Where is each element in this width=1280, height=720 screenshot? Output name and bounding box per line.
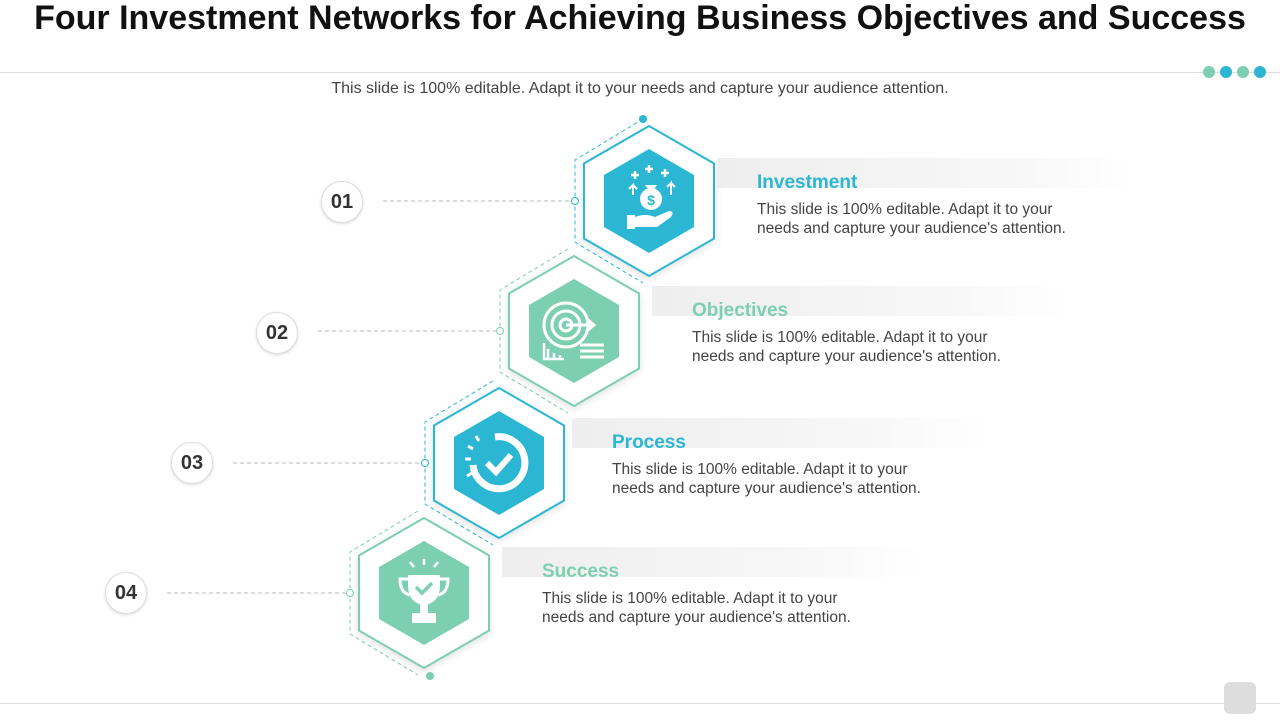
step-text: This slide is 100% editable. Adapt it to… — [542, 590, 851, 626]
step-text: This slide is 100% editable. Adapt it to… — [757, 201, 1066, 237]
bottom-dot — [426, 672, 434, 680]
step-title: Investment — [757, 172, 858, 193]
trophy-icon — [398, 559, 450, 623]
divider — [0, 72, 1280, 73]
step-number: 04 — [105, 572, 147, 614]
footer-divider — [0, 703, 1280, 704]
step-text: This slide is 100% editable. Adapt it to… — [612, 461, 921, 497]
slide-title: Four Investment Networks for Achieving B… — [34, 0, 1246, 37]
target-icon — [542, 301, 604, 361]
step-text: This slide is 100% editable. Adapt it to… — [692, 329, 1001, 365]
connector-node — [496, 327, 504, 335]
step-title: Objectives — [692, 300, 789, 321]
connector-node — [421, 459, 429, 467]
connector-node — [571, 197, 579, 205]
top-dot — [639, 115, 647, 123]
step-number: 01 — [321, 181, 363, 223]
slide-nav-button[interactable] — [1224, 682, 1256, 714]
money-bag-hand-icon: $ — [627, 165, 676, 229]
process-check-icon — [465, 433, 529, 493]
svg-text:$: $ — [647, 192, 655, 208]
step-title: Process — [612, 432, 686, 453]
decorative-dots — [1203, 66, 1266, 78]
step-number: 02 — [256, 312, 298, 354]
slide-subtitle: This slide is 100% editable. Adapt it to… — [331, 80, 949, 97]
step-title: Success — [542, 561, 620, 582]
connector-node — [346, 589, 354, 597]
step-number: 03 — [171, 442, 213, 484]
